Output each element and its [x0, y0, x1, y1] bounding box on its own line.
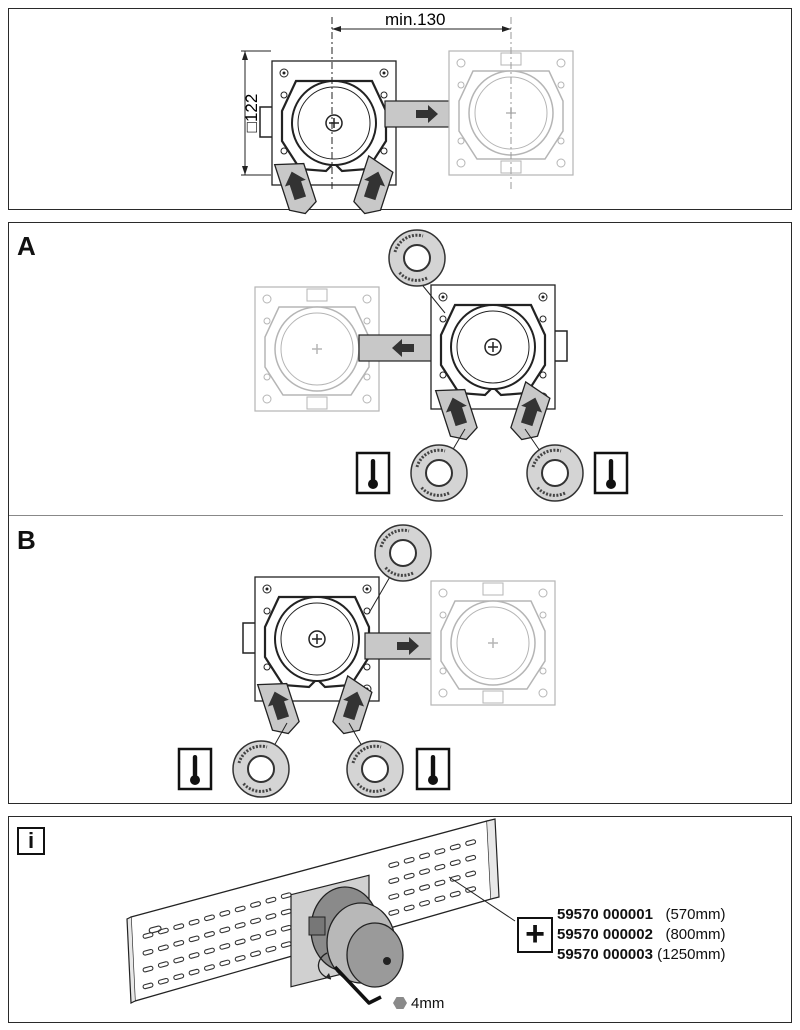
a-hot-badge	[409, 443, 469, 503]
rail-slot	[388, 893, 400, 900]
info-panel: i	[8, 816, 792, 1023]
hex-icon	[393, 997, 407, 1009]
thermometer-icon	[355, 451, 391, 495]
rail-slot	[204, 914, 215, 922]
info-icon: i	[17, 827, 45, 855]
rail-slot	[403, 872, 415, 880]
rail-slot	[157, 961, 169, 968]
rail-slot	[219, 959, 231, 967]
rail-slot	[449, 843, 461, 851]
dimension-vertical: □122	[242, 94, 261, 133]
rail-slot	[188, 952, 200, 959]
rail-slot	[157, 927, 169, 935]
rail-slot	[234, 922, 246, 929]
rail-slot	[419, 899, 430, 907]
b-hot-badge	[231, 739, 291, 799]
rail-slot	[434, 895, 446, 903]
a-cold-badge	[525, 443, 585, 503]
b-mixer-body-faded	[430, 580, 556, 706]
rail-slot	[449, 890, 461, 898]
section-divider	[9, 515, 783, 516]
rail-slot	[465, 854, 477, 862]
rail-slot	[188, 968, 200, 976]
rail-slot	[219, 926, 231, 934]
section-letter-b: B	[17, 525, 36, 555]
thermometer-icon	[415, 747, 451, 791]
rail-slot	[388, 861, 400, 869]
rail-slot	[403, 888, 415, 896]
rail-slot	[265, 945, 277, 953]
orientation-drawing	[177, 228, 629, 799]
rail-slot	[449, 875, 461, 882]
rail-slot	[219, 943, 231, 950]
rail-slot	[465, 870, 477, 878]
rail-slot	[250, 934, 261, 941]
rail-slot	[434, 879, 446, 887]
rail-slot	[434, 863, 446, 871]
mounting-rail-drawing	[126, 818, 516, 1005]
rail-slot	[388, 877, 400, 884]
rail-slot	[173, 956, 185, 964]
rail-slot	[157, 977, 169, 985]
rail-slot	[204, 964, 215, 971]
mixer-on-rail	[290, 874, 404, 988]
rail-slot	[204, 931, 215, 938]
order-item: 59570 000002 (800mm)	[557, 926, 726, 943]
rail-slot	[449, 859, 461, 867]
rail-slot	[219, 910, 231, 917]
b-mixer-body	[242, 575, 381, 703]
dimension-lines	[241, 17, 512, 189]
rail-slot	[265, 913, 277, 920]
dimension-drawing: min.130 □122	[241, 10, 574, 219]
hex-key-icon	[333, 965, 382, 1005]
a-outlet-badge	[387, 228, 447, 288]
rail-slot	[157, 944, 169, 952]
rail-slot	[188, 918, 200, 926]
mixer-body	[259, 59, 398, 187]
rail-slot	[204, 947, 215, 955]
rail-slot	[434, 848, 446, 855]
rail-slot	[173, 939, 185, 947]
a-mixer-body	[429, 283, 568, 411]
b-cold-badge	[345, 739, 405, 799]
section-letter-a: A	[17, 231, 36, 261]
orientation-panel: A B	[8, 222, 792, 804]
thermometer-icon	[177, 747, 213, 791]
thermometer-icon	[593, 451, 629, 495]
plus-icon: +	[517, 917, 553, 953]
wrench-size-label: 4mm	[393, 995, 444, 1013]
rail-slot	[388, 909, 400, 916]
rail-slot	[142, 932, 154, 939]
rail-slot	[142, 948, 154, 956]
rail-slot	[250, 917, 261, 925]
order-item: 59570 000001 (570mm)	[557, 906, 726, 923]
dimension-horizontal: min.130	[385, 10, 445, 29]
rail-slot	[250, 901, 261, 908]
rail-slot	[234, 938, 246, 946]
rail-slot	[173, 923, 185, 930]
rail-slot	[419, 884, 430, 891]
b-outlet-badge	[373, 523, 433, 583]
order-item: 59570 000003 (1250mm)	[557, 946, 726, 963]
rail-slot	[188, 935, 200, 943]
rail-slot	[419, 852, 430, 860]
rail-slot	[234, 905, 246, 913]
rail-slot	[142, 982, 154, 990]
rail-slot	[173, 973, 185, 981]
rail-slot	[250, 950, 261, 958]
rail-slot	[403, 904, 415, 912]
rail-slot	[234, 955, 246, 962]
rail-slot	[265, 929, 277, 937]
order-number-list: 59570 000001 (570mm) 59570 000002 (800mm…	[557, 905, 725, 965]
rail-slot	[403, 856, 415, 864]
rail-slot	[465, 839, 477, 846]
dimension-panel: min.130 □122	[8, 8, 792, 219]
rail-slot	[142, 965, 154, 973]
rail-slot	[419, 868, 430, 875]
rail-slot	[265, 896, 277, 904]
